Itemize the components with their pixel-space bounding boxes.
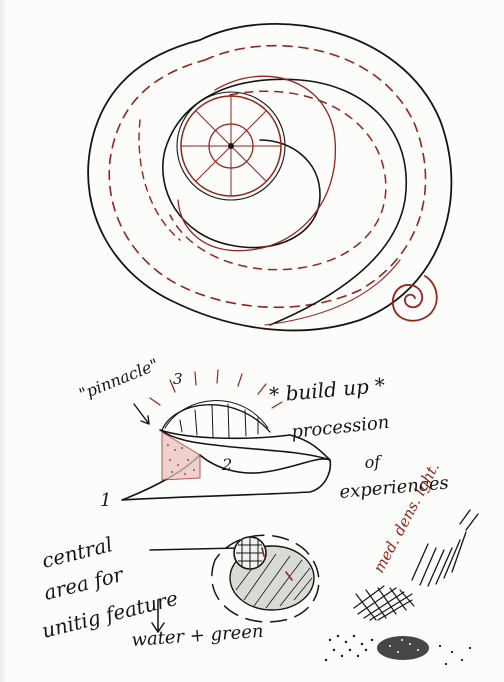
light-density-swatch [412, 510, 478, 586]
pinnacle-radiance [150, 370, 282, 408]
inner-dashed-path-2 [139, 120, 180, 240]
arrow-to-pinnacle [134, 404, 149, 424]
step-2-label: 2 [221, 455, 232, 474]
spiral-site-plan [88, 24, 451, 331]
step-3-label: 3 [173, 370, 183, 388]
pinnacle-dome [162, 405, 270, 432]
dome-ribs [180, 404, 258, 437]
build-up-label: * build up * [268, 373, 386, 407]
center-point [228, 143, 234, 149]
of-label: of [364, 452, 384, 472]
spiral-wall [163, 79, 406, 325]
outer-dashed-path [109, 46, 425, 308]
medium-density-swatch [354, 586, 414, 620]
step-1-label: 1 [100, 490, 111, 511]
procession-label: procession [290, 412, 390, 443]
water-green-label: water + green [131, 621, 264, 651]
dense-stipple-core [377, 636, 429, 660]
pinnacle-label: "pinnacle" [76, 355, 161, 404]
